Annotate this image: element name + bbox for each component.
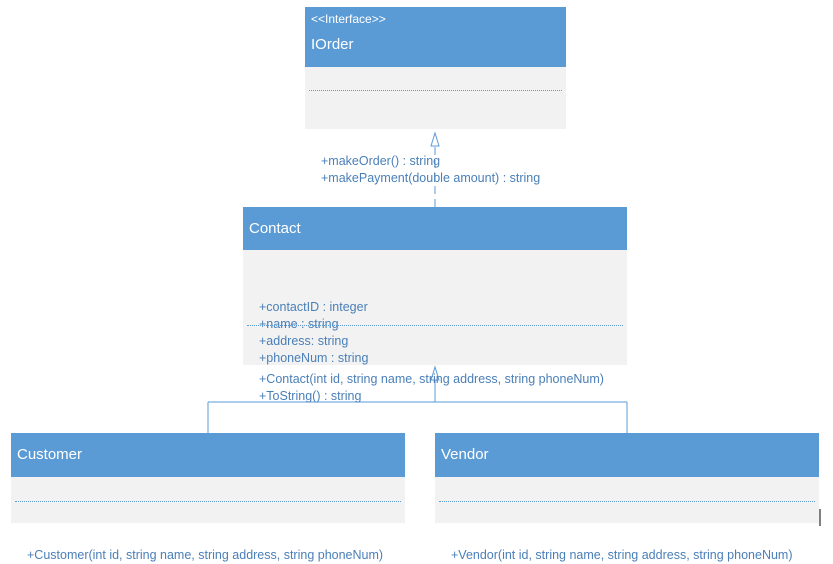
class-iorder-name: IOrder: [311, 36, 354, 53]
class-iorder[interactable]: <<Interface>> IOrder +makeOrder() : stri…: [305, 7, 566, 185]
class-vendor[interactable]: Vendor +Vendor(int id, string name, stri…: [435, 433, 819, 562]
operation: +makePayment(double amount) : string: [321, 171, 541, 185]
attribute: +address: string: [259, 334, 349, 348]
attribute: +contactID : integer: [259, 300, 368, 314]
class-contact-divider: [247, 325, 623, 326]
class-customer[interactable]: Customer +Customer(int id, string name, …: [11, 433, 405, 562]
operation: +Vendor(int id, string name, string addr…: [451, 548, 793, 562]
class-customer-divider: [15, 501, 401, 502]
class-vendor-divider: [439, 501, 815, 502]
class-iorder-divider: [309, 90, 562, 91]
connectors: [207, 131, 821, 526]
class-vendor-header: Vendor: [435, 433, 819, 477]
generalization-arrowhead: [430, 365, 440, 381]
class-contact-name: Contact: [249, 220, 301, 237]
attribute: +name : string: [259, 317, 339, 331]
operation: +ToString() : string: [259, 389, 362, 403]
class-contact-header: Contact: [243, 207, 627, 250]
class-iorder-header: <<Interface>> IOrder: [305, 7, 566, 67]
attribute: +phoneNum : string: [259, 351, 369, 365]
class-iorder-stereotype: <<Interface>>: [311, 12, 386, 26]
operation: +Contact(int id, string name, string add…: [259, 372, 604, 386]
operation: +Customer(int id, string name, string ad…: [27, 548, 384, 562]
operation: +makeOrder() : string: [321, 154, 441, 168]
class-customer-header: Customer: [11, 433, 405, 477]
realization-arrowhead: [430, 131, 440, 147]
class-customer-name: Customer: [17, 446, 83, 463]
class-contact[interactable]: Contact +contactID : integer +name : str…: [243, 207, 627, 403]
class-vendor-name: Vendor: [441, 446, 489, 463]
